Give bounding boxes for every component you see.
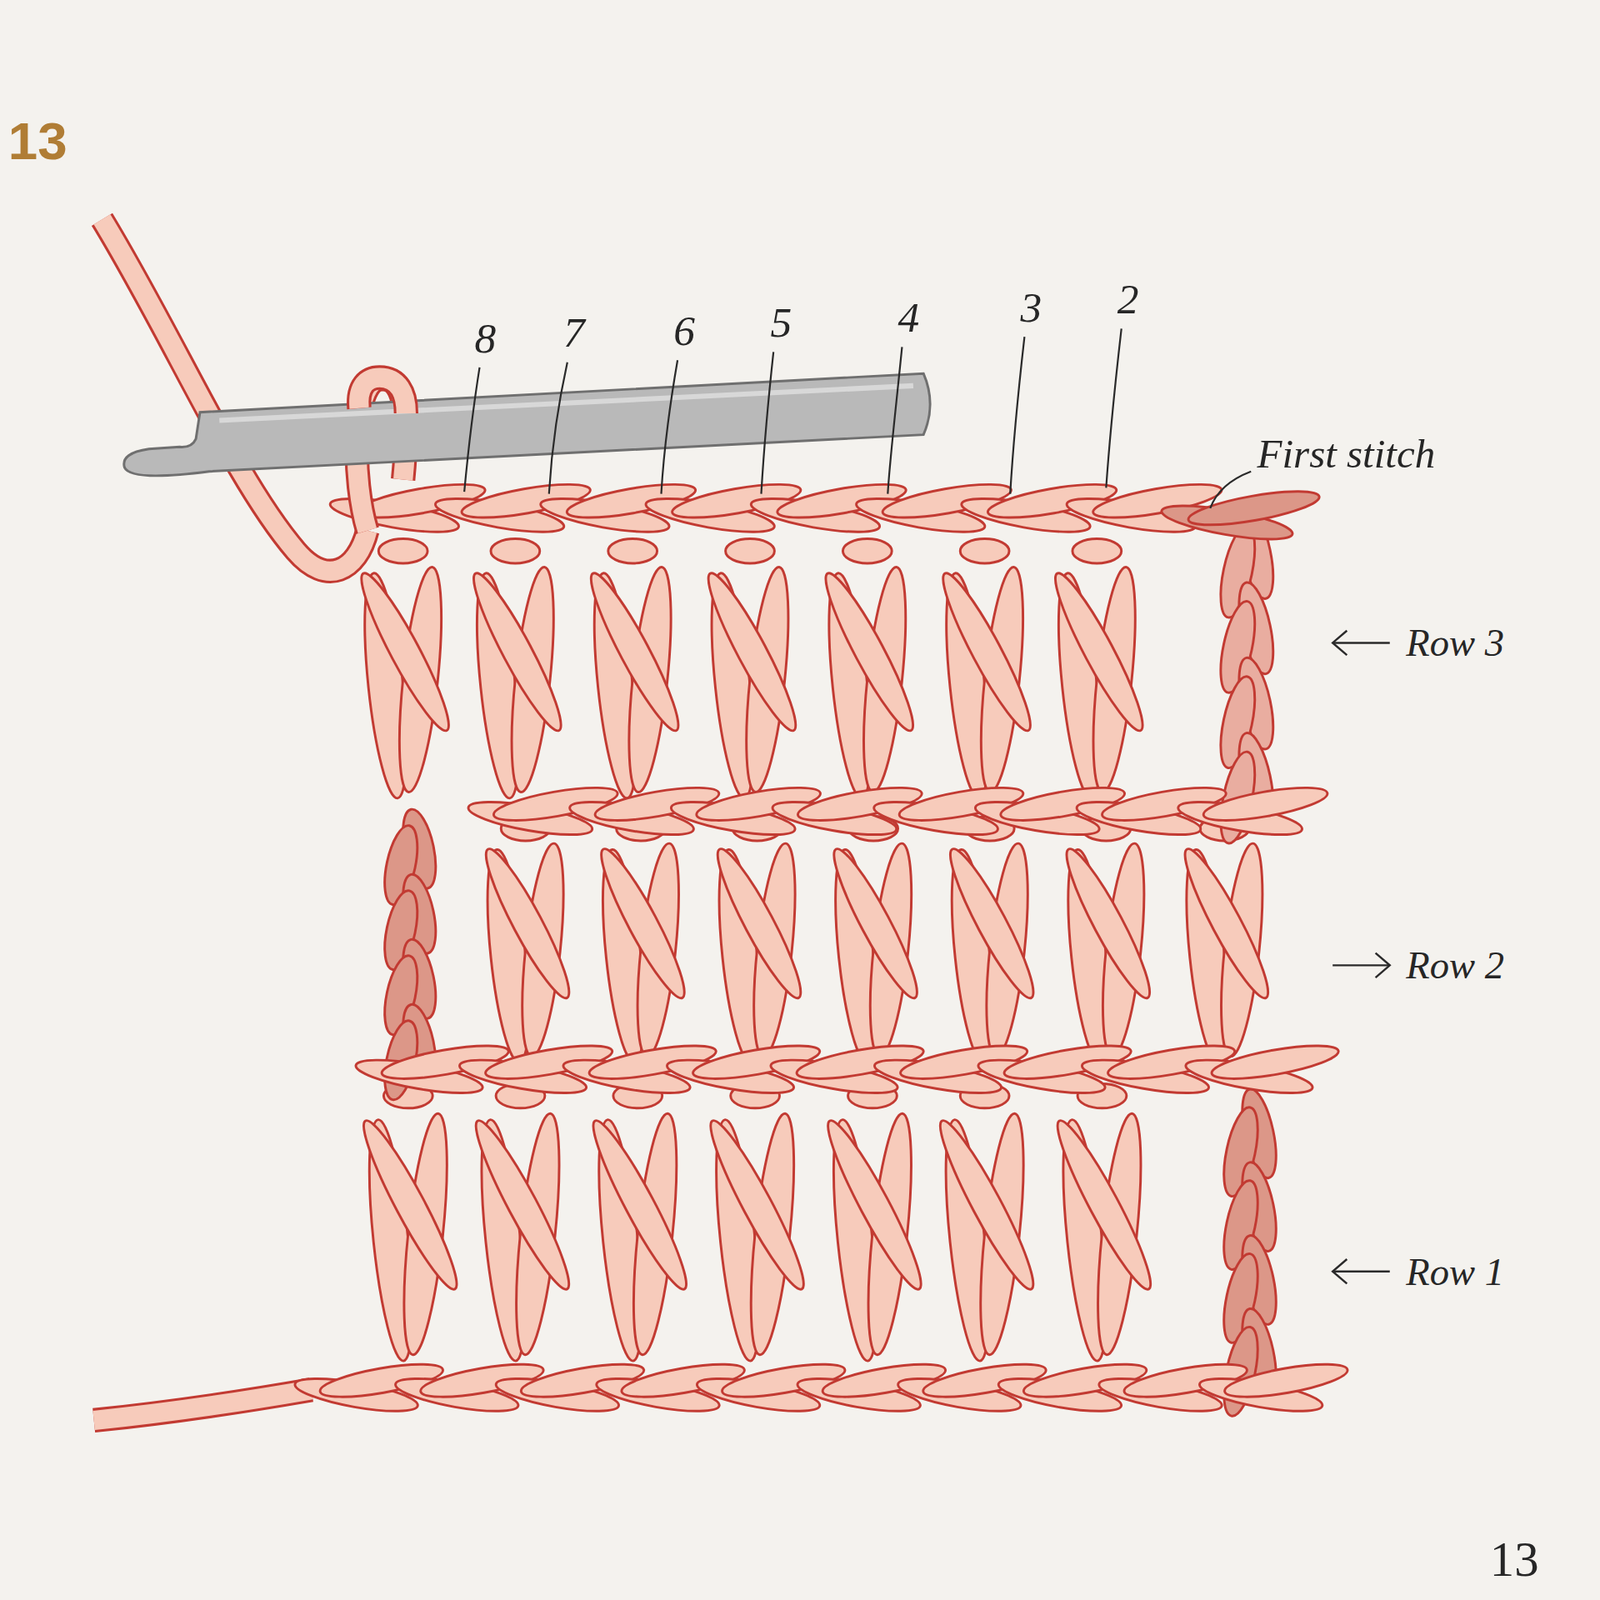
leader-line: [549, 362, 568, 495]
leader-line: [1210, 471, 1251, 509]
double-crochet-stitch: [932, 539, 1041, 801]
leader-line: [1105, 328, 1121, 488]
page-number: 13: [1490, 1535, 1540, 1585]
yarn-loop: [929, 1114, 1045, 1296]
yarn-loop: [590, 842, 695, 1005]
working-loop: [359, 377, 407, 414]
working-loop: [359, 377, 407, 414]
leader-line: [1010, 336, 1025, 495]
double-crochet-stitch: [352, 1083, 468, 1363]
yarn-loop: [490, 539, 540, 564]
double-crochet-stitch: [823, 816, 928, 1065]
double-crochet-stitch: [1174, 816, 1279, 1065]
callout-number: 2: [1117, 277, 1140, 320]
callout-number: 5: [770, 300, 792, 344]
chain-row: [353, 1039, 1340, 1100]
chain-row: [466, 780, 1330, 841]
yarn-loop: [580, 566, 689, 737]
callout-number: 8: [474, 316, 496, 360]
callout-label: First stitch: [1257, 433, 1436, 475]
double-crochet-stitch: [463, 539, 572, 801]
yarn-loop: [706, 842, 811, 1005]
double-crochet-stitch: [700, 1083, 815, 1363]
arrow-head: [1375, 953, 1390, 978]
yarn-loop: [1045, 566, 1154, 737]
yarn-loop: [1055, 842, 1160, 1005]
double-crochet-stitch: [815, 539, 924, 801]
row-label: Row 1: [1405, 1253, 1505, 1293]
yarn-loop: [1210, 1039, 1341, 1086]
row-arrow: [1332, 630, 1390, 655]
working-yarn: [101, 219, 367, 571]
double-crochet-stitch: [697, 539, 806, 801]
row-label: Row 2: [1405, 946, 1505, 986]
arrow-shaft: [1332, 641, 1390, 644]
arrow-shaft: [1332, 964, 1390, 966]
callout-number: 6: [673, 309, 695, 352]
yarn-loop: [1222, 1357, 1350, 1404]
yarn-loop: [823, 842, 928, 1005]
yarn-loop: [960, 539, 1010, 564]
leader-line: [760, 351, 774, 494]
double-crochet-stitch: [817, 1083, 933, 1363]
callout-number: 3: [1020, 285, 1042, 329]
double-crochet-stitch: [1045, 539, 1154, 801]
working-yarn: [101, 219, 367, 571]
callout-number: 7: [563, 310, 585, 354]
double-crochet-stitch: [580, 539, 689, 801]
double-crochet-stitch: [1055, 816, 1160, 1065]
double-crochet-stitch: [465, 1083, 580, 1363]
arrow-shaft: [1332, 1270, 1390, 1272]
double-crochet-stitch: [1046, 1083, 1162, 1363]
row-arrow: [1332, 1259, 1390, 1284]
hook-highlight: [219, 385, 914, 421]
yarn-loop: [725, 539, 775, 564]
yarn-loop: [700, 1114, 815, 1296]
yarn-loop: [1201, 780, 1330, 827]
chain-row: [328, 477, 1225, 539]
yarn-loop: [352, 1114, 468, 1296]
double-crochet-stitch: [706, 816, 811, 1065]
yarn-loop: [475, 842, 580, 1005]
yarn-loop: [378, 539, 428, 564]
double-crochet-stitch: [940, 816, 1045, 1065]
double-crochet-stitch: [582, 1083, 698, 1363]
yarn-loop: [697, 566, 806, 737]
row-arrow: [1332, 953, 1390, 978]
yarn-loop: [932, 566, 1041, 737]
yarn-tail: [94, 1390, 312, 1421]
yarn-loop: [1046, 1114, 1162, 1296]
arrow-head: [1332, 630, 1347, 655]
leader-line: [464, 367, 480, 492]
yarn-loop: [815, 566, 924, 737]
yarn-loop: [465, 1114, 580, 1296]
double-crochet-stitch: [350, 539, 460, 801]
chain-row: [1159, 484, 1321, 546]
yarn-loop: [940, 842, 1045, 1005]
yarn-loop: [608, 539, 658, 564]
yarn-loop: [463, 566, 572, 737]
row-label: Row 3: [1405, 624, 1505, 664]
arrow-head: [1332, 1259, 1347, 1284]
leader-line: [660, 360, 678, 494]
yarn-tail: [94, 1390, 312, 1421]
yarn-loop: [350, 566, 460, 737]
yarn-loop: [1072, 539, 1122, 564]
crochet-hook: [124, 373, 930, 476]
callout-number: 4: [898, 295, 920, 339]
double-crochet-stitch: [590, 816, 695, 1065]
chain-row: [292, 1357, 1350, 1418]
double-crochet-stitch: [929, 1083, 1045, 1363]
yarn-loop: [582, 1114, 698, 1296]
yarn-loop: [817, 1114, 933, 1296]
double-crochet-stitch: [475, 816, 580, 1065]
yarn-loop: [842, 539, 892, 564]
figure-number: 13: [8, 114, 68, 168]
yarn-loop: [1174, 842, 1279, 1005]
leader-line: [887, 346, 902, 494]
yarn-loop: [1186, 484, 1322, 532]
